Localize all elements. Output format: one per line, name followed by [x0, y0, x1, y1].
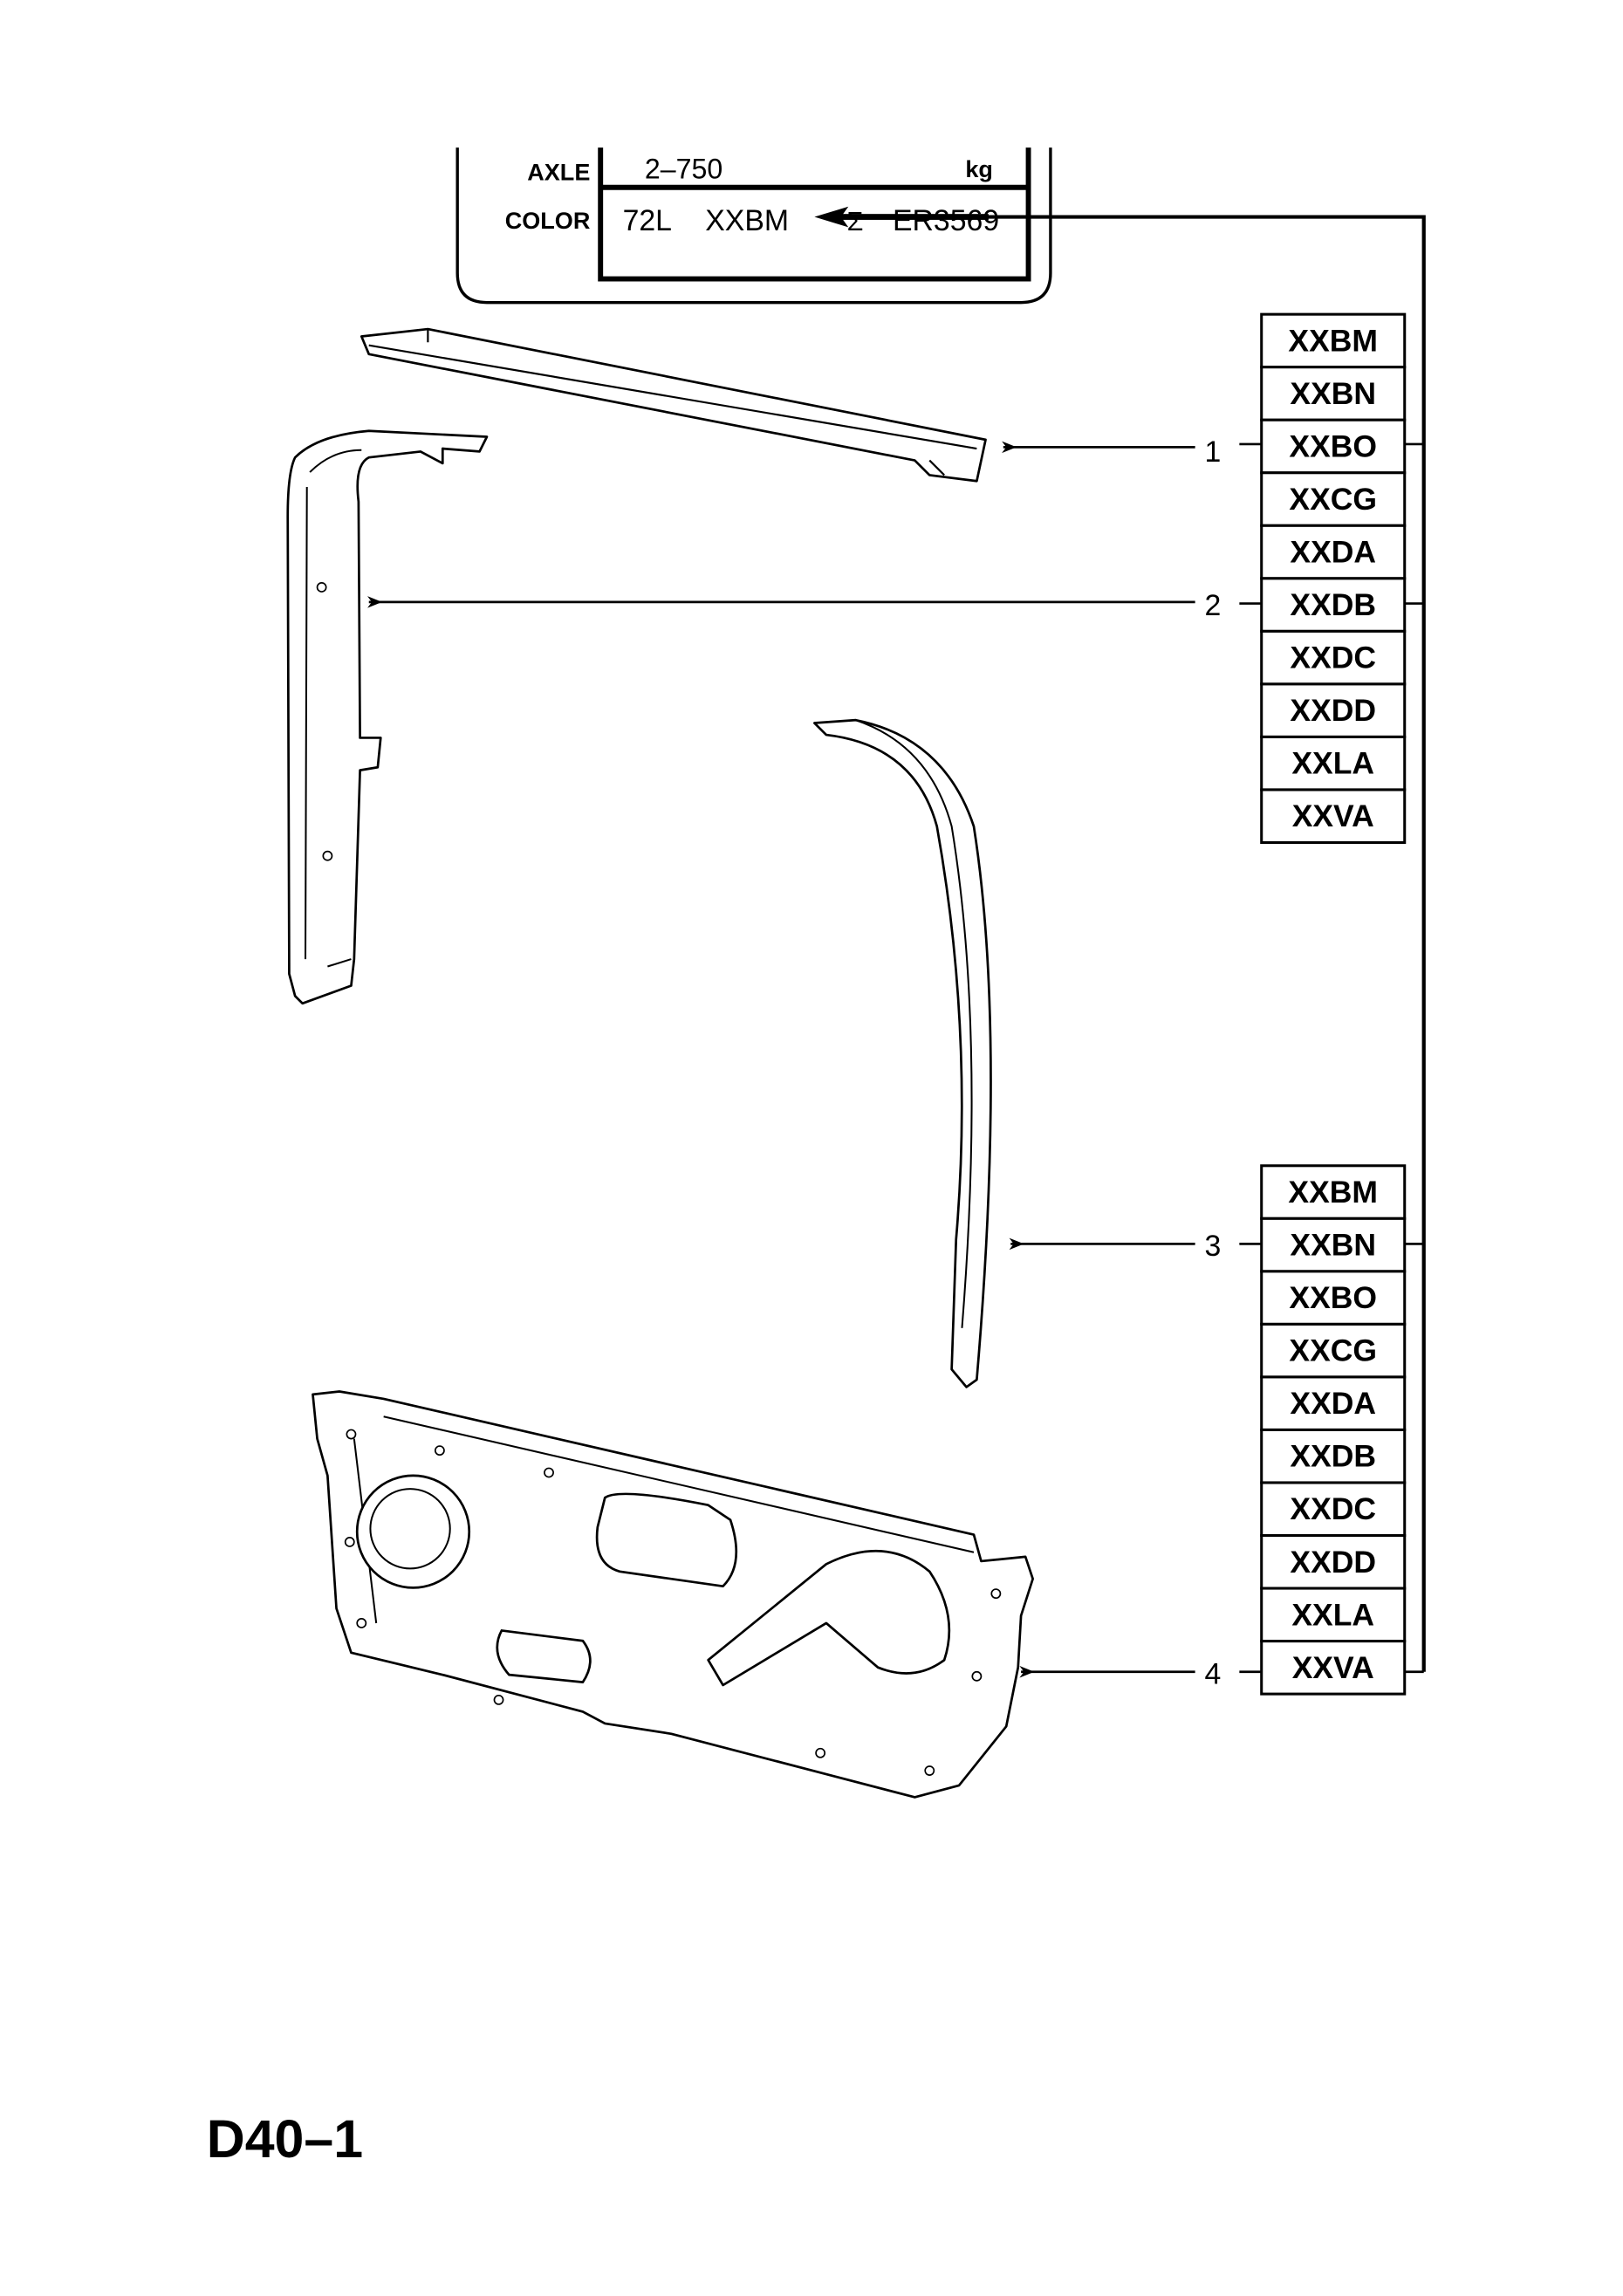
trim-code: XXLA: [1291, 746, 1374, 781]
color-trim: XXBM: [705, 204, 789, 237]
callout-2: 2: [1205, 589, 1222, 622]
axle-unit: kg: [965, 156, 993, 182]
color-extra-1: Σ: [847, 207, 864, 236]
page-code: D40–1: [207, 2109, 363, 2169]
callout-1: 1: [1205, 435, 1222, 469]
code-cell: [1260, 577, 1407, 633]
code-cell: [1260, 1534, 1407, 1590]
trim-code: XXVA: [1292, 1650, 1374, 1685]
color-extra-2: ER3569: [893, 204, 999, 237]
code-list-lower: XXBM XXBN XXBO XXCG XXDA XXDB XXDC XXDD XXLA XXVA: [1260, 1164, 1407, 1696]
trim-code: XXBO: [1289, 1280, 1377, 1315]
trim-code: XXVA: [1292, 798, 1374, 833]
trim-code: XXDD: [1290, 693, 1376, 728]
axle-value: 2–750: [645, 154, 722, 185]
callout-3: 3: [1205, 1230, 1222, 1263]
code-cell: [1260, 629, 1407, 686]
leader-arrows: 1 2 3 4: [367, 435, 1424, 1690]
trim-connector-line: [825, 215, 1426, 1672]
trim-code: XXDA: [1290, 1386, 1376, 1421]
code-cell: [1260, 1640, 1407, 1696]
color-code: 72L: [623, 204, 672, 237]
callout-4: 4: [1205, 1657, 1222, 1690]
code-list-upper: XXBM XXBN XXBO XXCG XXDA XXDB XXDC XXDD XXLA XXVA: [1260, 312, 1407, 845]
code-cell: [1260, 471, 1407, 527]
trim-code: XXBM: [1288, 323, 1378, 358]
code-cell: [1260, 682, 1407, 738]
code-cell: [1260, 1587, 1407, 1643]
trim-code: XXDC: [1290, 641, 1376, 675]
code-cell: [1260, 366, 1407, 422]
trim-code: XXBO: [1289, 428, 1377, 463]
trim-code: XXDC: [1290, 1491, 1376, 1526]
part-3-strip: [813, 718, 992, 1388]
color-label: COLOR: [505, 208, 591, 234]
id-plate: AXLE 2–750 kg COLOR 72L XXBM Σ ER3569: [455, 147, 1052, 305]
part-2-pillar: [286, 429, 489, 1005]
part-4-door-panel: [312, 1390, 1034, 1799]
trim-code: XXDA: [1290, 535, 1376, 570]
trim-code: XXCG: [1289, 1333, 1377, 1368]
code-cell: [1260, 1164, 1407, 1220]
trim-code: XXDD: [1290, 1545, 1376, 1580]
code-cell: [1260, 312, 1407, 369]
code-cell: [1260, 788, 1407, 845]
code-cell: [1260, 1217, 1407, 1273]
part-1-strip: [360, 327, 987, 483]
axle-label: AXLE: [527, 159, 590, 185]
trim-code: XXDB: [1290, 1439, 1376, 1474]
trim-code: XXBN: [1290, 1228, 1376, 1263]
trim-code: XXDB: [1290, 587, 1376, 622]
trim-code: XXCG: [1289, 482, 1377, 517]
trim-code: XXBM: [1288, 1175, 1378, 1210]
trim-code: XXBN: [1290, 376, 1376, 411]
code-cell: [1260, 1481, 1407, 1538]
code-cell: [1260, 524, 1407, 580]
trim-code: XXLA: [1291, 1597, 1374, 1632]
code-cell: [1260, 418, 1407, 475]
